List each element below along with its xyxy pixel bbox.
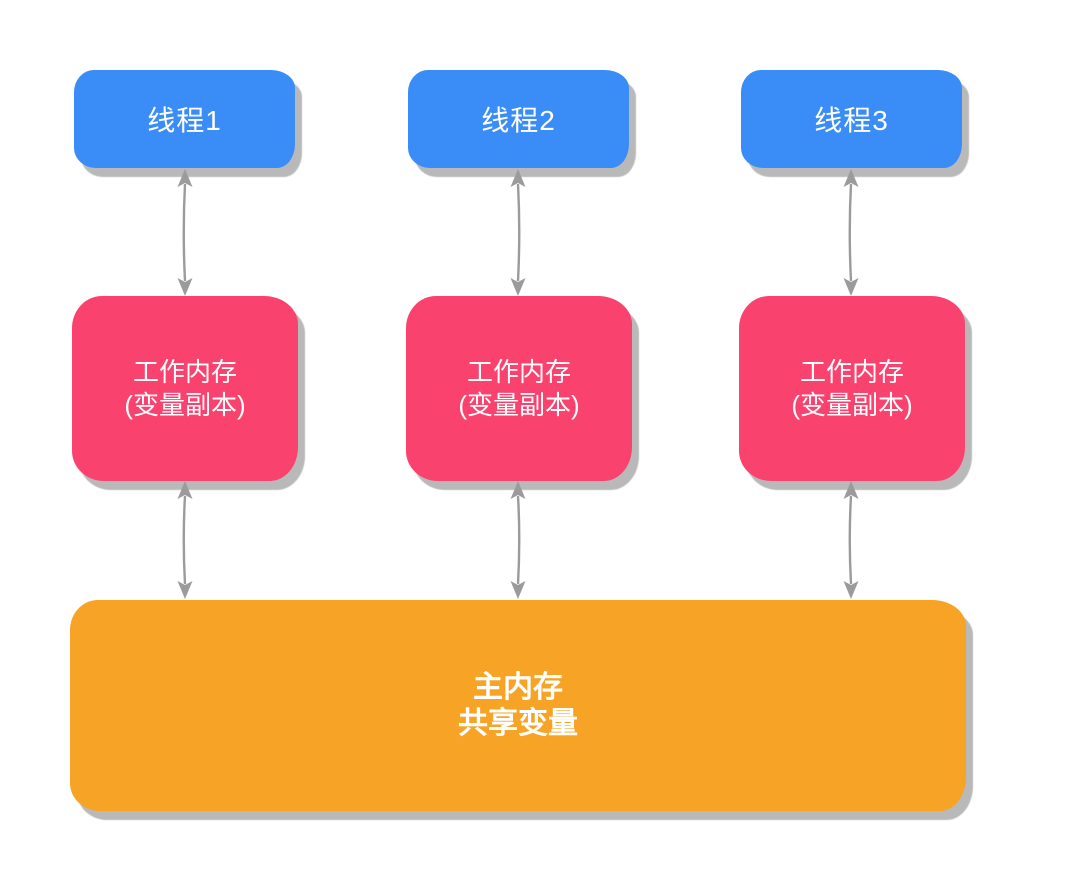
main-memory-line1: 主内存 — [473, 670, 563, 704]
bidirectional-arrow-workmem2-mainmem — [505, 479, 531, 601]
thread-2-label: 线程2 — [481, 105, 556, 136]
thread-2-box: 线程2 — [408, 70, 629, 168]
main-memory-box: 主内存 共享变量 — [70, 600, 966, 811]
working-memory-2-line2: (变量副本) — [458, 389, 580, 420]
working-memory-1-box: 工作内存 (变量副本) — [72, 296, 298, 481]
working-memory-2-box: 工作内存 (变量副本) — [406, 296, 632, 481]
bidirectional-arrow-thread2-workmem — [505, 167, 531, 298]
thread-1-box: 线程1 — [74, 70, 295, 168]
working-memory-2-line1: 工作内存 — [466, 356, 571, 387]
working-memory-1-line1: 工作内存 — [132, 356, 237, 387]
main-memory-line2: 共享变量 — [458, 706, 578, 740]
bidirectional-arrow-thread1-workmem — [172, 167, 198, 298]
bidirectional-arrow-thread3-workmem — [838, 167, 864, 298]
thread-3-label: 线程3 — [814, 105, 889, 136]
working-memory-3-line2: (变量副本) — [791, 389, 913, 420]
bidirectional-arrow-workmem1-mainmem — [172, 479, 198, 601]
bidirectional-arrow-workmem3-mainmem — [838, 479, 864, 601]
thread-3-box: 线程3 — [741, 70, 962, 168]
working-memory-1-line2: (变量副本) — [124, 389, 246, 420]
thread-1-label: 线程1 — [147, 105, 222, 136]
working-memory-3-box: 工作内存 (变量副本) — [739, 296, 965, 481]
working-memory-3-line1: 工作内存 — [799, 356, 904, 387]
